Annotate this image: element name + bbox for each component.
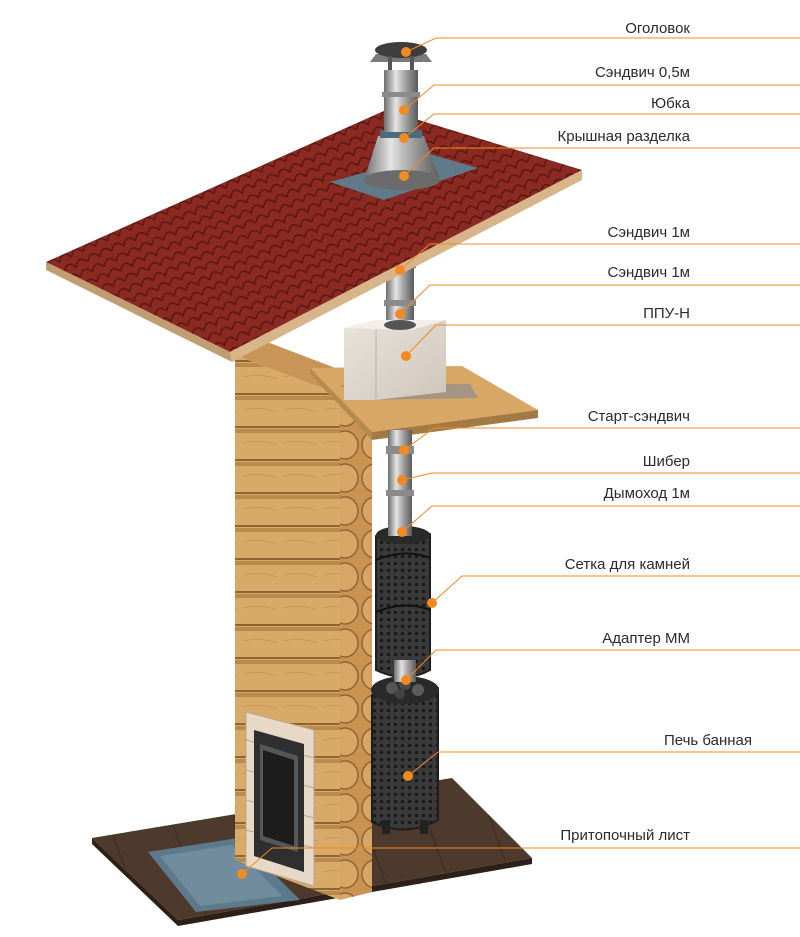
ppu-n-box	[344, 320, 446, 400]
label-stone-mesh: Сетка для камней	[565, 556, 690, 573]
leader-line-ppu-n	[406, 325, 800, 356]
firebox-door	[246, 712, 314, 886]
marker-dot-adapter-mm	[401, 675, 411, 685]
leader-line-adapter-mm	[406, 650, 800, 680]
marker-dot-damper	[397, 475, 407, 485]
marker-dot-head	[401, 47, 411, 57]
leader-line-stove	[408, 752, 800, 776]
label-adapter-mm: Адаптер ММ	[602, 630, 690, 647]
marker-dot-sandwich-05	[399, 105, 409, 115]
leader-line-head	[406, 38, 800, 52]
label-roof-cut: Крышная разделка	[558, 128, 691, 145]
leader-line-damper	[402, 473, 800, 480]
label-floor-sheet: Притопочный лист	[560, 827, 690, 844]
labels: Оголовок Сэндвич 0,5м Юбка Крышная разде…	[558, 20, 752, 844]
marker-dot-skirt	[399, 133, 409, 143]
marker-dot-stone-mesh	[427, 598, 437, 608]
label-sandwich-1m-a: Сэндвич 1м	[607, 224, 690, 241]
marker-dot-floor-sheet	[237, 869, 247, 879]
marker-dot-stove	[403, 771, 413, 781]
marker-dot-chimney-1m	[397, 527, 407, 537]
label-chimney-1m: Дымоход 1м	[604, 485, 690, 502]
marker-dot-ppu-n	[401, 351, 411, 361]
label-head: Оголовок	[625, 20, 690, 37]
leader-line-chimney-1m	[402, 506, 800, 532]
label-ppu-n: ППУ-Н	[643, 305, 690, 322]
label-damper: Шибер	[643, 453, 690, 470]
leader-line-sandwich-05	[404, 85, 800, 110]
label-sandwich-1m-b: Сэндвич 1м	[607, 264, 690, 281]
stone-mesh-cylinder	[376, 526, 430, 682]
marker-dot-start-sandwich	[399, 445, 409, 455]
label-stove: Печь банная	[664, 732, 752, 749]
marker-dot-sandwich-1m-a	[395, 265, 405, 275]
marker-dot-sandwich-1m-b	[395, 309, 405, 319]
leader-line-sandwich-1m-a	[400, 244, 800, 270]
sauna-stove	[371, 676, 439, 834]
leader-line-sandwich-1m-b	[400, 285, 800, 314]
label-sandwich-05: Сэндвич 0,5м	[595, 64, 690, 81]
label-start-sandwich: Старт-сэндвич	[588, 408, 690, 425]
marker-dot-roof-cut	[399, 171, 409, 181]
leader-line-start-sandwich	[404, 428, 800, 450]
label-skirt: Юбка	[651, 95, 691, 112]
leader-line-stone-mesh	[432, 576, 800, 603]
